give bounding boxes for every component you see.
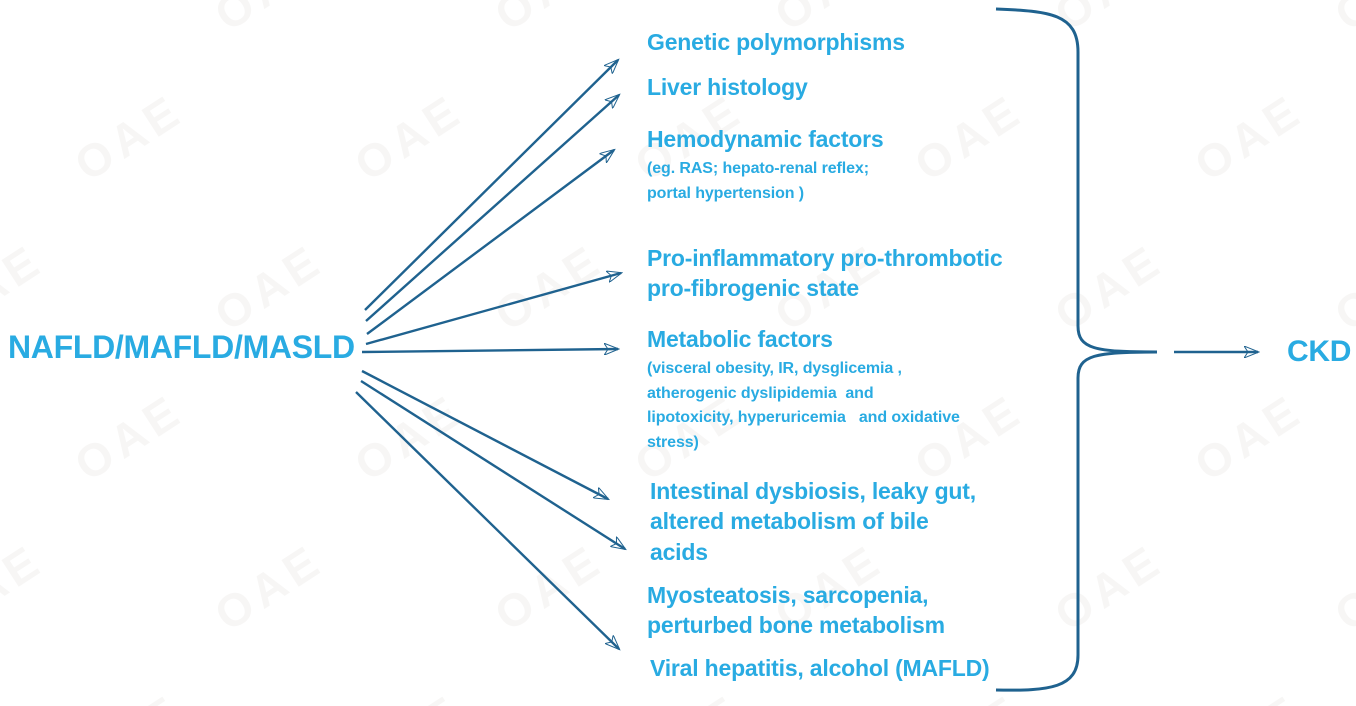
factor-title: Myosteatosis, sarcopenia, perturbed bone… — [647, 582, 945, 639]
factor-title: Liver histology — [647, 74, 808, 100]
arrow-hemodynamic-factors — [366, 150, 614, 335]
factor-item: Viral hepatitis, alcohol (MAFLD) — [650, 653, 1110, 683]
factor-title: Hemodynamic factors — [647, 126, 884, 152]
factor-title: Genetic polymorphisms — [647, 29, 905, 55]
grouping-brace — [995, 7, 1158, 692]
factor-item: Intestinal dysbiosis, leaky gut, altered… — [650, 476, 1110, 567]
arrow-metabolic-factors — [361, 349, 618, 352]
factor-subtitle: (eg. RAS; hepato-renal reflex; portal hy… — [647, 160, 869, 202]
arrow-myosteatosis — [360, 379, 625, 549]
arrow-liver-histology — [365, 95, 619, 322]
factor-item: Genetic polymorphisms — [647, 27, 1107, 57]
factor-item: Myosteatosis, sarcopenia, perturbed bone… — [647, 580, 1107, 641]
arrow-viral-hepatitis — [355, 391, 619, 649]
factor-item: Pro-inflammatory pro-thrombotic pro-fibr… — [647, 243, 1107, 304]
factor-title: Metabolic factors — [647, 326, 833, 352]
target-label: CKD — [1287, 335, 1352, 368]
factor-title: Intestinal dysbiosis, leaky gut, altered… — [650, 478, 976, 565]
factor-title: Viral hepatitis, alcohol (MAFLD) — [650, 655, 990, 681]
factor-title: Pro-inflammatory pro-thrombotic pro-fibr… — [647, 245, 1003, 302]
factor-item: Hemodynamic factors (eg. RAS; hepato-ren… — [647, 124, 1107, 206]
arrow-intestinal-dysbiosis — [361, 369, 608, 499]
factor-item: Metabolic factors (visceral obesity, IR,… — [647, 324, 1107, 455]
factor-subtitle: (visceral obesity, IR, dysglicemia , ath… — [647, 360, 960, 451]
factor-item: Liver histology — [647, 72, 1107, 102]
arrow-pro-inflammatory-state — [365, 273, 621, 346]
source-label: NAFLD/MAFLD/MASLD — [8, 329, 355, 365]
arrow-genetic-polymorphisms — [364, 60, 618, 311]
